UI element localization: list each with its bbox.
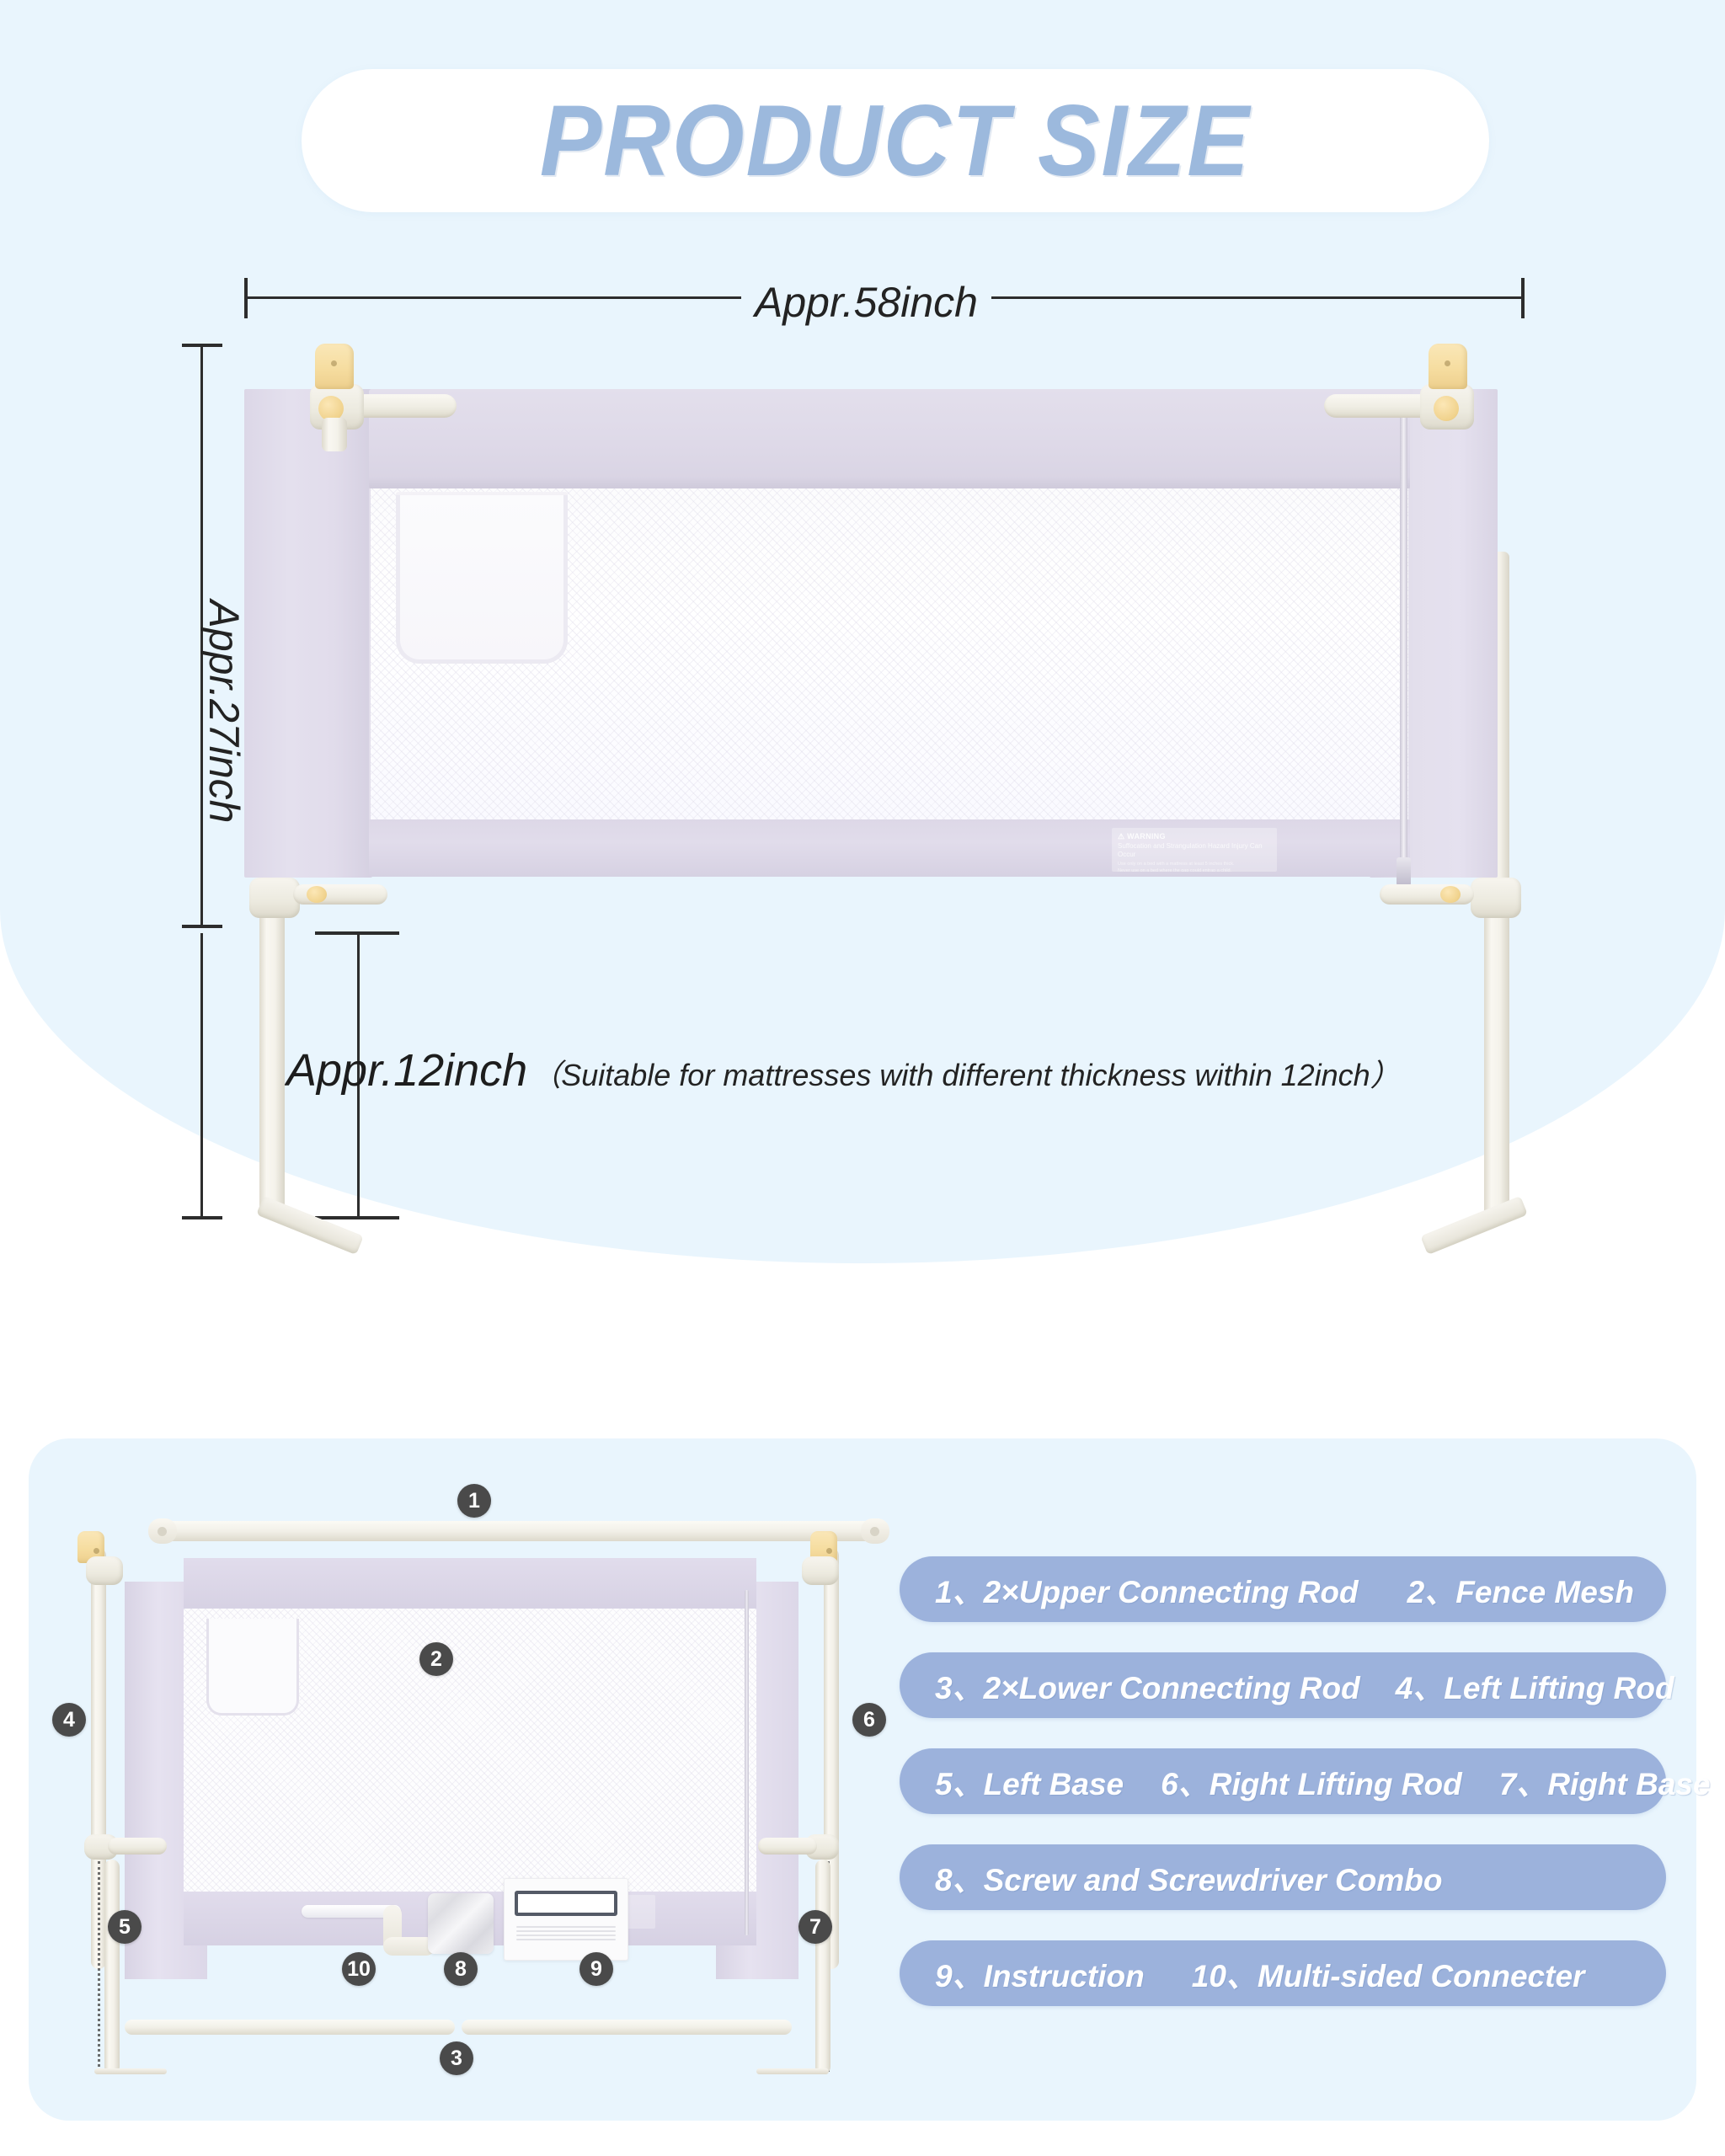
zipper (1400, 396, 1407, 874)
part-1: 1、2×Upper Connecting Rod (935, 1575, 1359, 1609)
leg-dimension-caption: Appr.12inch （Suitable for mattresses wit… (286, 1044, 1401, 1097)
part-badge-1: 1 (457, 1484, 491, 1518)
multi-sided-connecter-bar (302, 1905, 401, 1918)
parts-row-2: 3、2×Lower Connecting Rod 4、Left Lifting … (900, 1652, 1674, 1718)
right-foot (1420, 1195, 1528, 1256)
part-badge-9: 9 (579, 1952, 613, 1986)
part-6: 6、Right Lifting Rod (1161, 1767, 1462, 1801)
warning-title: ⚠ WARNING (1118, 832, 1166, 841)
left-lifting-rod (91, 1548, 106, 1969)
title-pill: PRODUCT SIZE (302, 69, 1489, 212)
warning-label: ⚠ WARNING Suffocation and Strangulation … (1112, 828, 1277, 872)
part-2: 2、Fence Mesh (1407, 1575, 1635, 1609)
rod-eye-right (861, 1518, 889, 1544)
left-rod-joint (86, 1556, 123, 1585)
part-badge-2: 2 (419, 1642, 453, 1676)
lower-connecting-rod-left (125, 2020, 455, 2035)
screw-bag (428, 1893, 494, 1954)
part-7: 7、Right Base (1498, 1767, 1711, 1801)
zipper-pull-icon (1397, 857, 1411, 886)
tan-cap-icon (315, 344, 354, 389)
left-foot (256, 1195, 364, 1256)
part-3: 3、2×Lower Connecting Rod (935, 1671, 1360, 1705)
part-badge-7: 7 (798, 1910, 832, 1944)
rod-eye-left (148, 1518, 177, 1544)
multi-sided-connecter-elbow-arm (383, 1937, 435, 1956)
parts-row-1: 1、2×Upper Connecting Rod 2、Fence Mesh (900, 1556, 1666, 1622)
right-base-foot (756, 2068, 829, 2074)
part-badge-10: 10 (342, 1952, 376, 1986)
manual-text-lines (516, 1926, 616, 1943)
fabric-top-band (369, 389, 1410, 488)
parts-row-3: 5、Left Base 6、Right Lifting Rod 7、Right … (900, 1748, 1711, 1814)
warning-bullets: Use only on a bed with a mattress at lea… (1118, 862, 1235, 872)
right-base-arm (758, 1838, 817, 1854)
leg-label: Appr.12inch (286, 1045, 528, 1096)
parts-row-5: 9、Instruction 10、Multi-sided Connecter (900, 1940, 1666, 2006)
part-badge-6: 6 (852, 1703, 886, 1737)
parts-row-4: 8、Screw and Screwdriver Combo (900, 1844, 1666, 1910)
part-badge-3: 3 (440, 2041, 473, 2075)
bed-rail-illustration: ⚠ WARNING Suffocation and Strangulation … (244, 337, 1528, 1256)
fabric-bottom-band (369, 819, 1410, 877)
fabric-side-panel-left (244, 389, 372, 878)
height-label: Appr.27inch (200, 600, 248, 824)
page-title: PRODUCT SIZE (539, 84, 1251, 197)
leg-note: （Suitable for mattresses with different … (531, 1058, 1401, 1092)
manual-cover-graphic (515, 1891, 617, 1916)
left-base-rod (104, 1860, 120, 2074)
part-badge-8: 8 (444, 1952, 478, 1986)
lower-connecting-rod-right (462, 2020, 792, 2035)
upper-connecting-rod (160, 1521, 876, 1541)
right-base-rod (815, 1860, 830, 2074)
part-badge-4: 4 (52, 1703, 86, 1737)
width-label: Appr.58inch (741, 278, 991, 327)
fence-mesh-panel (369, 484, 1410, 821)
right-rod-joint (802, 1556, 839, 1585)
part-10: 10、Multi-sided Connecter (1191, 1959, 1585, 1993)
instruction-manual (504, 1878, 628, 1961)
part-5: 5、Left Base (935, 1767, 1124, 1801)
left-base-arm (108, 1838, 167, 1854)
warning-subtitle: Suffocation and Strangulation Hazard Inj… (1118, 842, 1263, 858)
part-4: 4、Left Lifting Rod (1395, 1671, 1674, 1705)
left-base-dotted-guide (98, 1861, 100, 2072)
left-base-foot (94, 2068, 167, 2074)
tan-cap-icon (1429, 344, 1467, 389)
mini-pocket (206, 1619, 299, 1716)
mini-band-top (184, 1558, 756, 1612)
mini-zipper (745, 1590, 749, 1935)
part-9: 9、Instruction (935, 1959, 1145, 1993)
part-badge-5: 5 (108, 1910, 142, 1944)
part-8: 8、Screw and Screwdriver Combo (935, 1863, 1443, 1897)
mesh-pocket (396, 495, 568, 664)
